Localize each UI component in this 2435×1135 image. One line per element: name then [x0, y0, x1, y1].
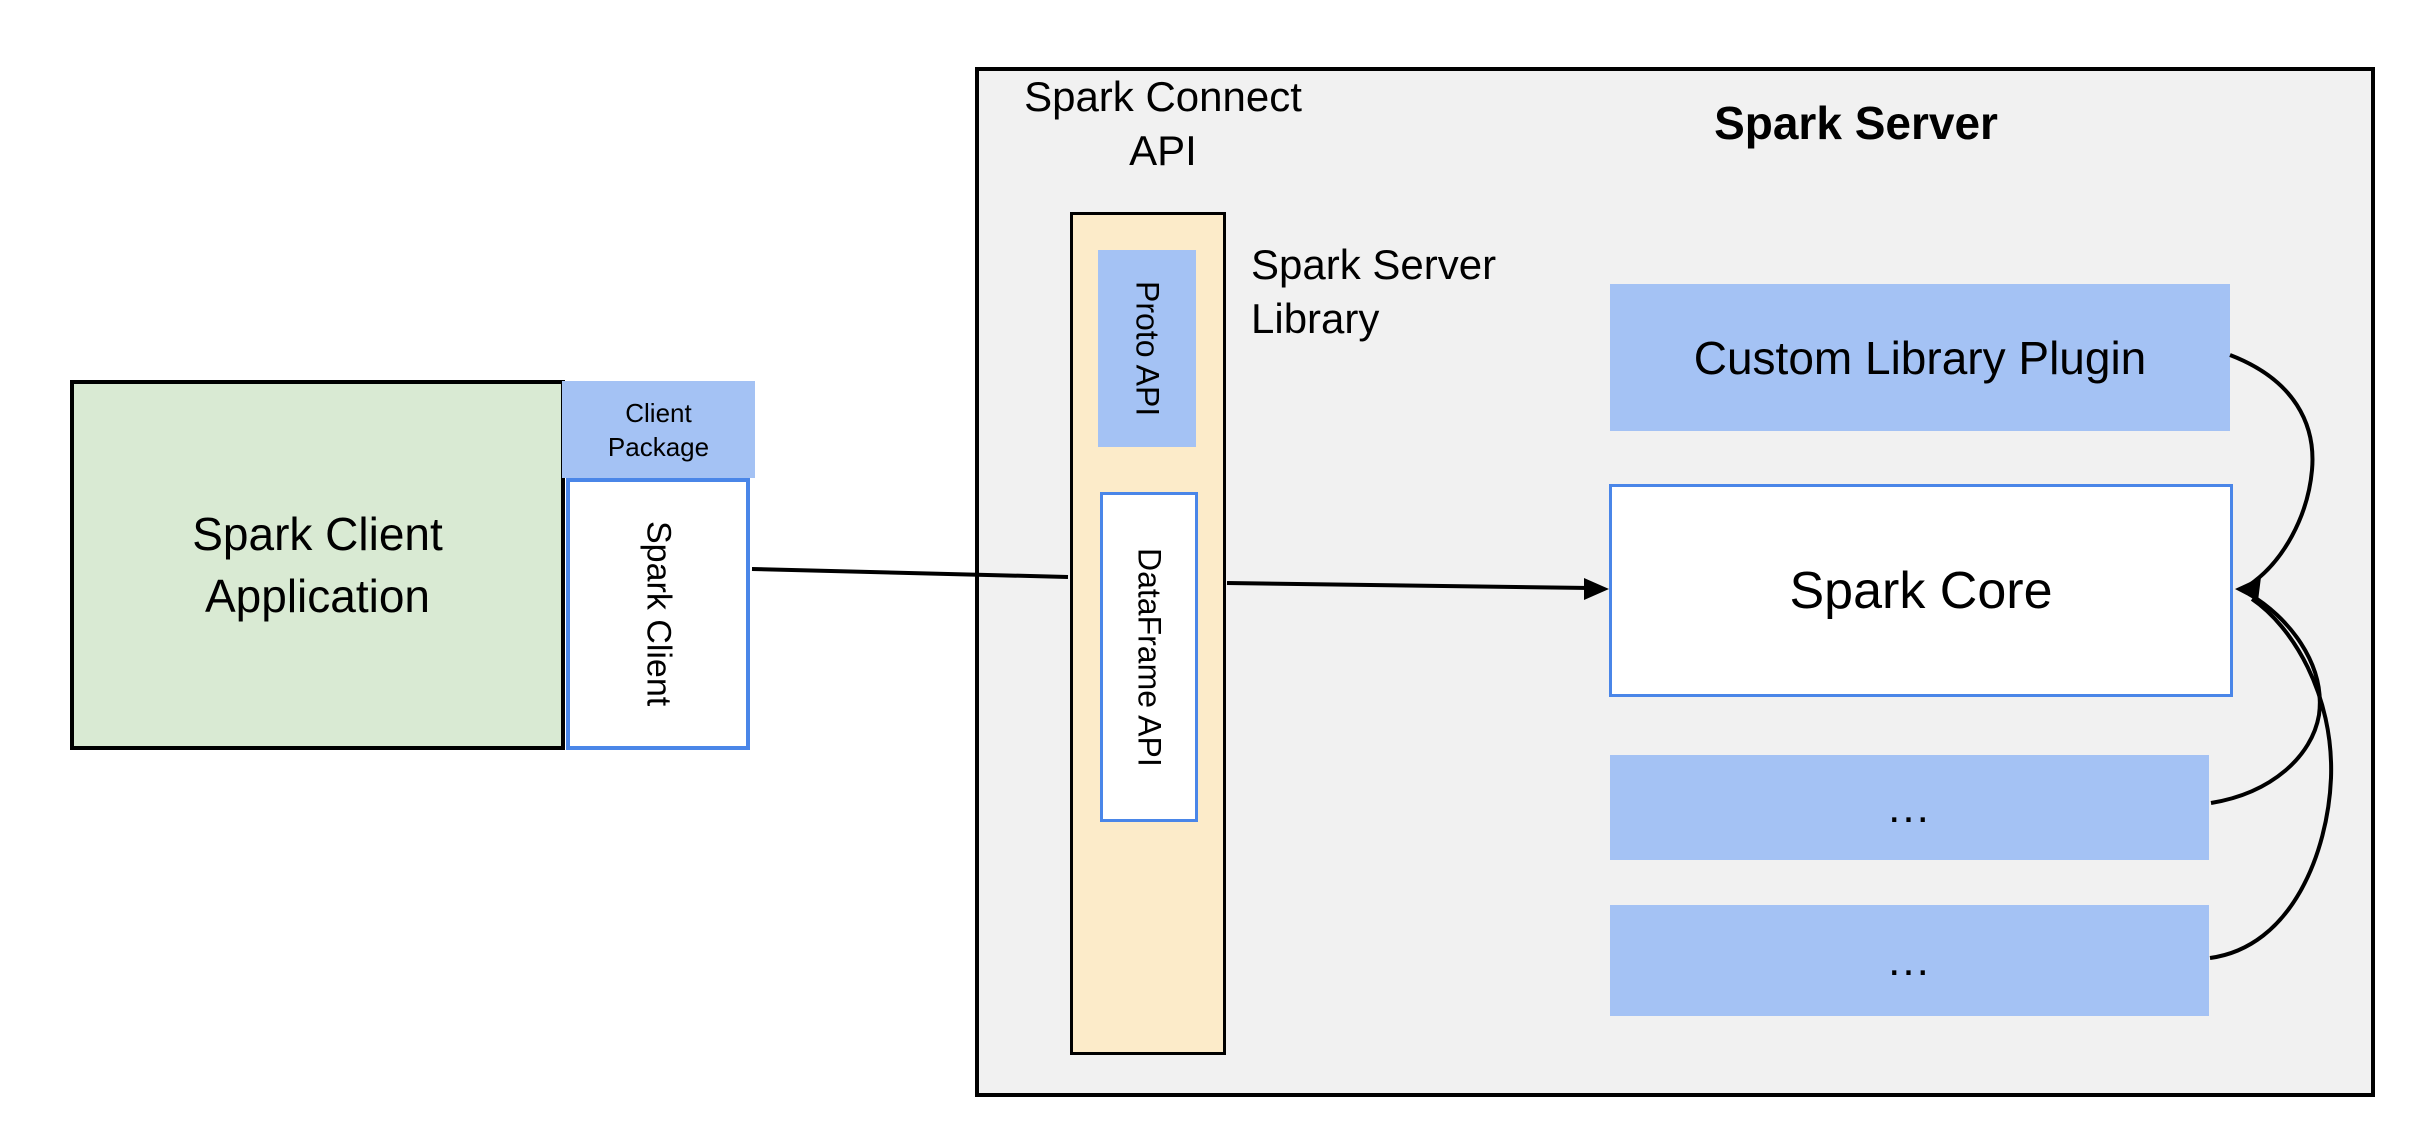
spark-client-box: Spark Client	[566, 478, 750, 750]
spark-connect-api-title-line2: API	[1129, 127, 1197, 174]
spark-core-label: Spark Core	[1789, 561, 2053, 620]
spark-server-library-label-line2: Library	[1251, 295, 1380, 342]
spark-client-application-label: Spark Client Application	[192, 503, 443, 627]
dataframe-api-label: DataFrame API	[1131, 547, 1168, 767]
spark-server-library-label-line1: Spark Server	[1251, 241, 1497, 288]
client-package-box: Client Package	[562, 381, 755, 478]
spark-server-title: Spark Server	[1714, 97, 1998, 149]
ellipsis-label-1: ...	[1888, 782, 1931, 832]
dataframe-api-box: DataFrame API	[1100, 492, 1198, 822]
spark-client-application-box: Spark Client Application	[70, 380, 565, 750]
spark-core-box: Spark Core	[1609, 484, 2233, 697]
client-package-label-line1: Client	[625, 397, 692, 428]
custom-library-plugin-box: Custom Library Plugin	[1610, 284, 2230, 431]
ellipsis-box-2: ...	[1610, 905, 2209, 1016]
spark-server-library-label: Spark Server Library	[1251, 238, 1591, 346]
spark-client-label: Spark Client	[639, 521, 678, 707]
client-package-label: Client Package	[608, 396, 709, 464]
proto-api-box: Proto API	[1098, 250, 1196, 447]
spark-connect-api-title: Spark Connect API	[1013, 70, 1313, 178]
client-package-label-line2: Package	[607, 431, 710, 462]
spark-client-application-label-line1: Spark Client	[192, 508, 443, 560]
custom-library-plugin-label: Custom Library Plugin	[1693, 331, 2147, 384]
spark-client-application-label-line2: Application	[204, 570, 431, 622]
ellipsis-label-2: ...	[1888, 935, 1931, 985]
proto-api-label: Proto API	[1129, 280, 1166, 417]
ellipsis-box-1: ...	[1610, 755, 2209, 860]
spark-connect-api-title-line1: Spark Connect	[1024, 73, 1302, 120]
